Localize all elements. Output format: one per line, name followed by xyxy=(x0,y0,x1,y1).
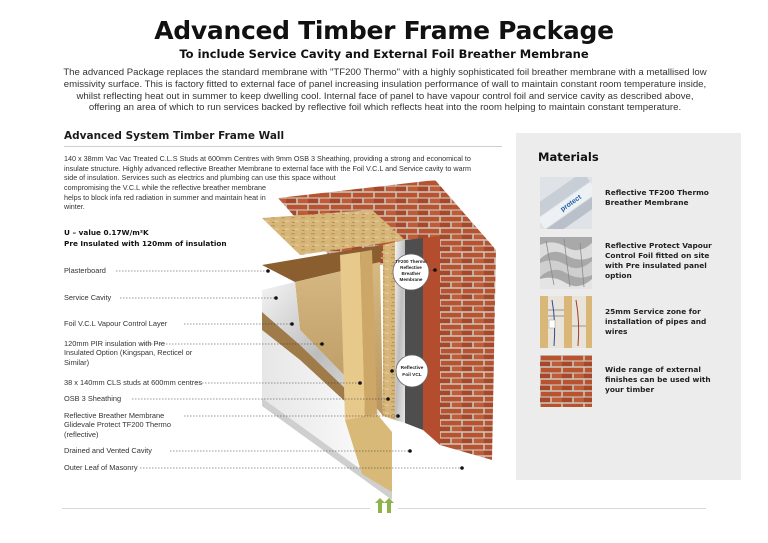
membrane-callout-line-3: Breather xyxy=(402,271,421,276)
section-description: 140 x 38mm Vac Vac Treated C.L.S Studs a… xyxy=(64,154,471,183)
brick-outer-leaf-face xyxy=(435,180,496,460)
membrane-callout-line-2: Reflective xyxy=(400,265,422,270)
label-outer-leaf: Outer Leaf of Masonry xyxy=(64,463,138,472)
membrane-callout xyxy=(392,253,437,291)
membrane-callout-line-4: Membrane xyxy=(400,277,423,282)
label-breather-membrane: Reflective Breather Membrane Glidevale P… xyxy=(64,411,171,439)
leader-dots xyxy=(266,269,464,470)
materials-title: Materials xyxy=(538,150,599,164)
pre-insulated-text: Pre Insulated with 120mm of insulation xyxy=(64,238,227,248)
material-text-external-finishes: Wide range of external finishes can be u… xyxy=(605,365,711,394)
label-plasterboard: Plasterboard xyxy=(64,266,106,275)
u-value-text: U – value 0.17W/m²K xyxy=(64,228,149,237)
label-osb-sheathing: OSB 3 Sheathing xyxy=(64,394,122,403)
leader-lines xyxy=(116,270,462,469)
page-subtitle: To include Service Cavity and External F… xyxy=(179,47,589,61)
footer-divider-left xyxy=(62,508,370,509)
plasterboard-edge xyxy=(262,398,392,500)
material-text-service-zone: 25mm Service zone for installation of pi… xyxy=(605,307,707,336)
label-service-cavity: Service Cavity xyxy=(64,293,112,302)
timber-stud xyxy=(340,252,365,420)
osb-top-surface xyxy=(262,210,405,255)
intro-paragraph: The advanced Package replaces the standa… xyxy=(63,67,707,114)
company-logo-icon xyxy=(375,496,395,519)
material-text-vapour-control-foil: Reflective Protect Vapour Control Foil f… xyxy=(605,241,712,280)
label-cls-studs: 38 x 140mm CLS studs at 600mm centres xyxy=(64,378,203,387)
section-divider xyxy=(64,146,502,147)
label-pir-insulation: 120mm PIR insulation with Pre Insulated … xyxy=(64,339,193,367)
vcl-callout-line-1: Reflective xyxy=(401,365,424,371)
material-text-breather-membrane: Reflective TF200 Thermo Breather Membran… xyxy=(605,188,709,207)
breather-membrane-roll-image: protect xyxy=(540,177,592,229)
vcl-callout xyxy=(390,354,429,388)
label-foil-vcl: Foil V.C.L Vapour Control Layer xyxy=(64,319,168,328)
section-title: Advanced System Timber Frame Wall xyxy=(64,130,285,142)
brick-finish-image xyxy=(540,355,592,407)
label-drained-cavity: Drained and Vented Cavity xyxy=(64,446,152,455)
osb-sheathing xyxy=(383,242,395,420)
membrane-callout-line-1: TF200 Thermo xyxy=(395,259,427,264)
footer-divider-right xyxy=(398,508,706,509)
service-zone-image xyxy=(540,296,592,348)
brick-outer-leaf-edge xyxy=(423,236,440,445)
vapour-control-foil-image xyxy=(540,237,592,289)
u-value-block: U – value 0.17W/m²K Pre Insulated with 1… xyxy=(64,228,227,249)
section-description-continued: compromising the V.C.L while the reflect… xyxy=(64,183,267,212)
vcl-callout-line-2: Foil VCL xyxy=(402,372,422,378)
timber-stud-bottom xyxy=(345,414,392,492)
page-title: Advanced Timber Frame Package xyxy=(154,16,614,45)
timber-stud-face xyxy=(360,250,377,416)
